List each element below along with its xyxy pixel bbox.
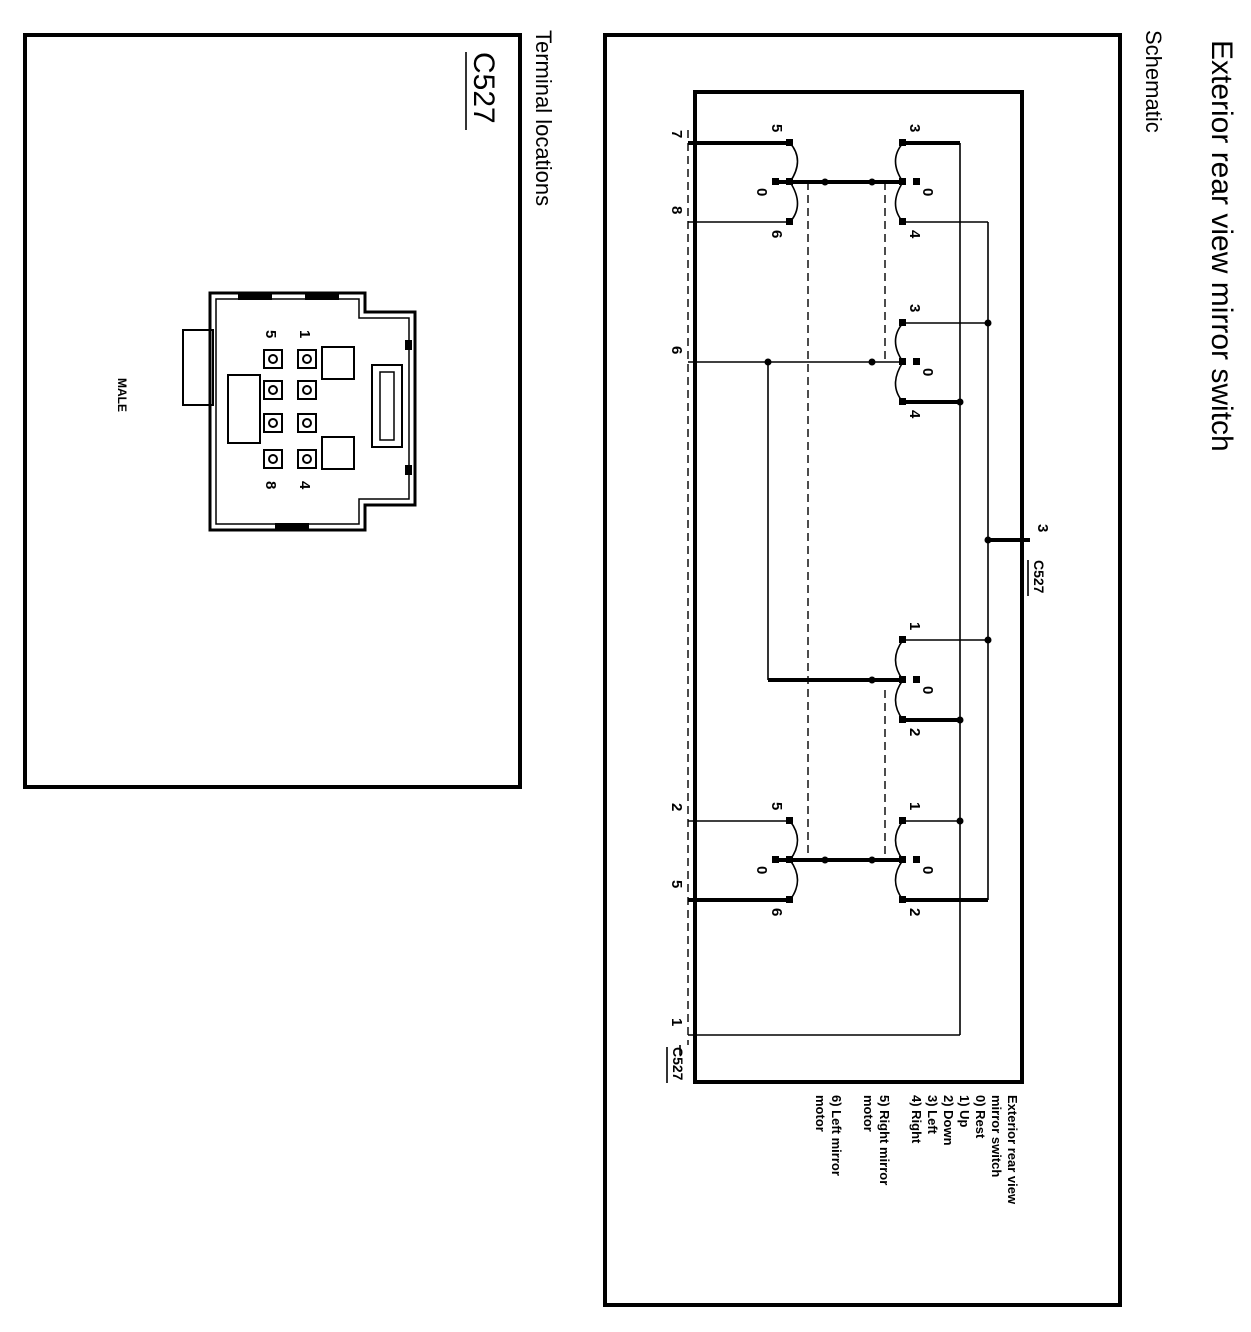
connector-pin-6: 6 xyxy=(668,346,685,354)
schematic-panel: 7 8 6 2 5 1 3 C527 C527 5 0 6 3 0 4 3 0 … xyxy=(603,33,1122,1307)
switch-block-motor-bottom xyxy=(688,817,905,903)
legend-line: 3) Left xyxy=(925,1095,940,1135)
terminal-panel: Terminal locations C527 xyxy=(23,30,556,789)
terminal-pin-4: 4 xyxy=(296,481,313,490)
legend-line: 0) Rest xyxy=(973,1095,988,1139)
switch-body-outline xyxy=(693,90,1024,1084)
pin-grid xyxy=(263,349,317,469)
contact-label-4: 4 xyxy=(906,230,923,239)
contact-label-2: 2 xyxy=(906,728,923,736)
contact-label-0: 0 xyxy=(753,188,770,196)
connector-pin-3: 3 xyxy=(1034,524,1051,532)
switch-block-motor-top xyxy=(688,139,905,225)
switch-block-left-right-top xyxy=(894,139,989,1035)
connector-pin-8: 8 xyxy=(668,206,685,214)
legend-line: motor xyxy=(861,1095,876,1132)
legend-line: 1) Up xyxy=(957,1095,972,1128)
contact-label-5: 5 xyxy=(768,802,785,810)
page-title: Exterior rear view mirror switch xyxy=(1205,40,1238,452)
schematic-legend: Exterior rear view mirror switch 0) Rest… xyxy=(813,1095,1020,1205)
contact-label-0: 0 xyxy=(919,866,936,874)
connector-c527-face: 1 4 5 8 xyxy=(182,291,417,532)
schematic-heading: Schematic xyxy=(1141,30,1166,133)
contact-label-6: 6 xyxy=(768,908,785,916)
contact-label-2: 2 xyxy=(906,908,923,916)
connector-label-bottom: C527 xyxy=(670,1047,686,1081)
switch-block-middle-upper xyxy=(688,319,992,406)
terminal-connector-label: C527 xyxy=(467,52,500,124)
terminal-pin-5: 5 xyxy=(262,330,279,338)
terminal-frame xyxy=(23,33,522,789)
connector-pin-2: 2 xyxy=(668,803,685,811)
contact-label-6: 6 xyxy=(768,230,785,238)
contact-label-1: 1 xyxy=(906,622,923,630)
legend-line: 5) Right mirror xyxy=(877,1095,892,1185)
contact-label-3: 3 xyxy=(906,304,923,312)
connector-label-top: C527 xyxy=(1031,560,1047,594)
contact-label-5: 5 xyxy=(768,124,785,132)
contact-label-4: 4 xyxy=(906,410,923,419)
contact-label-0: 0 xyxy=(753,866,770,874)
connector-gender-label: MALE xyxy=(115,378,129,412)
terminal-pin-8: 8 xyxy=(262,481,279,489)
legend-line: 4) Right xyxy=(909,1095,924,1144)
legend-line: 2) Down xyxy=(941,1095,956,1146)
schematic-frame xyxy=(603,33,1122,1307)
legend-line: mirror switch xyxy=(989,1095,1004,1177)
connector-pin-1: 1 xyxy=(668,1018,685,1026)
legend-line: motor xyxy=(813,1095,828,1132)
contact-label-0: 0 xyxy=(919,686,936,694)
connector-pin-7: 7 xyxy=(668,130,685,138)
contact-label-3: 3 xyxy=(906,124,923,132)
switch-block-up-down-bottom xyxy=(894,817,988,903)
switch-block-middle-lower xyxy=(767,362,992,724)
contact-label-0: 0 xyxy=(919,188,936,196)
connector-pin-5: 5 xyxy=(668,880,685,888)
terminal-locations-heading: Terminal locations xyxy=(531,30,556,206)
legend-line: Exterior rear view xyxy=(1005,1095,1020,1205)
contact-label-0: 0 xyxy=(919,368,936,376)
terminal-pin-1: 1 xyxy=(296,330,313,338)
contact-label-1: 1 xyxy=(906,802,923,810)
legend-line: 6) Left mirror xyxy=(829,1095,844,1176)
